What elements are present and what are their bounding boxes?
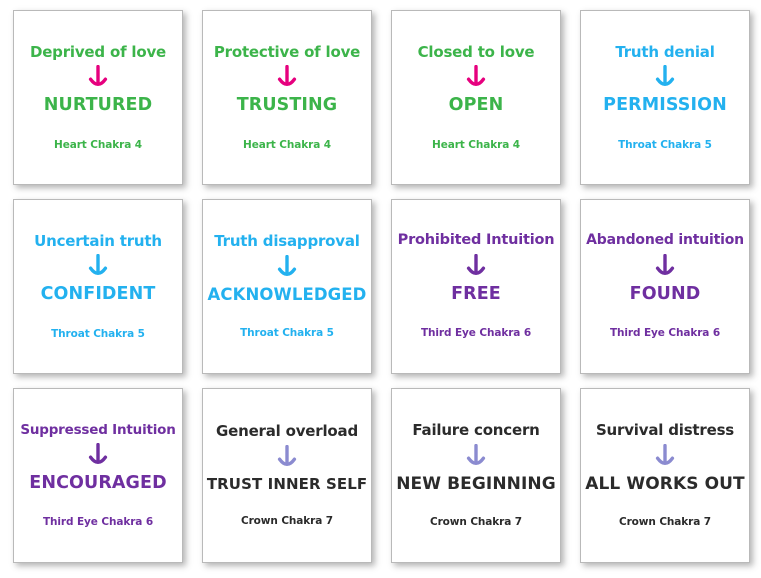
card-chakra-label: Third Eye Chakra 6 xyxy=(420,327,532,340)
card-problem-text: Suppressed Intuition xyxy=(20,421,176,438)
card-chakra-label: Throat Chakra 5 xyxy=(618,138,712,151)
card-chakra-label: Throat Chakra 5 xyxy=(51,327,145,340)
card-problem-text: Prohibited Intuition xyxy=(397,232,555,249)
card-solution-text: FREE xyxy=(451,284,501,305)
card-chakra-label: Crown Chakra 7 xyxy=(240,515,333,528)
card-solution-text: NURTURED xyxy=(43,95,153,116)
card-problem-text: Failure concern xyxy=(412,421,540,440)
down-arrow-icon xyxy=(276,444,298,472)
card-chakra-label: Heart Chakra 4 xyxy=(54,138,142,151)
down-arrow-icon xyxy=(87,254,109,281)
card-solution-text: ENCOURAGED xyxy=(29,472,167,493)
card-problem-text: Abandoned intuition xyxy=(586,232,744,249)
down-arrow-icon xyxy=(276,254,298,282)
down-arrow-icon xyxy=(654,443,676,471)
down-arrow-icon xyxy=(465,253,487,281)
card-solution-text: PERMISSION xyxy=(603,95,727,116)
card-solution-text: NEW BEGINNING xyxy=(396,473,556,494)
card-solution-text: ALL WORKS OUT xyxy=(585,473,745,494)
card-chakra-label: Crown Chakra 7 xyxy=(618,516,711,529)
down-arrow-icon xyxy=(654,65,676,92)
card-chakra-label: Third Eye Chakra 6 xyxy=(42,515,154,528)
card-problem-text: Truth disapproval xyxy=(214,232,360,251)
card-problem-text: Deprived of love xyxy=(29,42,167,61)
card-problem-text: Uncertain truth xyxy=(34,231,162,250)
card-chakra-label: Heart Chakra 4 xyxy=(432,138,520,151)
down-arrow-icon xyxy=(654,253,676,281)
card-chakra-label: Crown Chakra 7 xyxy=(429,516,522,529)
card-problem-text: Truth denial xyxy=(615,42,715,61)
card-chakra-label: Heart Chakra 4 xyxy=(243,138,331,151)
down-arrow-icon xyxy=(276,65,298,92)
card-solution-text: TRUSTING xyxy=(236,95,338,116)
card-problem-text: General overload xyxy=(216,422,358,441)
card-problem-text: Closed to love xyxy=(417,42,535,61)
card-solution-text: OPEN xyxy=(448,95,504,116)
card-chakra-label: Third Eye Chakra 6 xyxy=(609,327,721,340)
down-arrow-icon xyxy=(465,443,487,471)
card-chakra-label: Throat Chakra 5 xyxy=(240,327,334,340)
card-solution-text: FOUND xyxy=(629,283,701,304)
down-arrow-icon xyxy=(87,65,109,92)
card-problem-text: Survival distress xyxy=(595,421,735,440)
down-arrow-icon xyxy=(465,65,487,92)
card-problem-text: Protective of love xyxy=(213,42,361,61)
card-solution-text: TRUST INNER SELF xyxy=(206,474,368,493)
card-solution-text: CONFIDENT xyxy=(40,284,156,305)
down-arrow-icon xyxy=(87,442,109,470)
card-solution-text: ACKNOWLEDGED xyxy=(207,284,367,304)
